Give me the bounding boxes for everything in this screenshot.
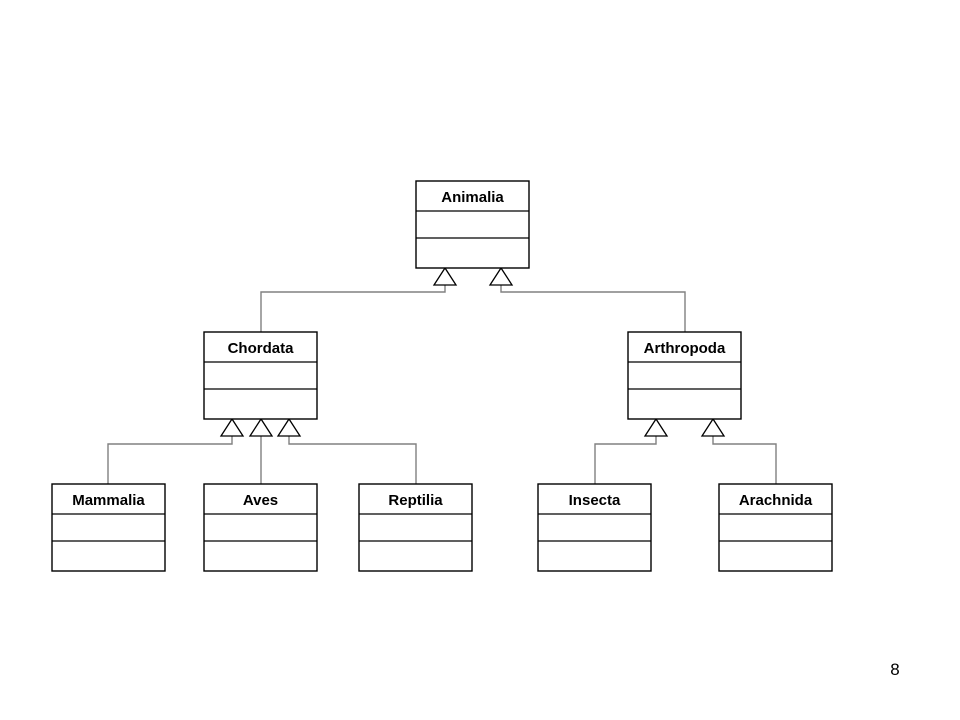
class-box-border <box>203 331 318 420</box>
inheritance-arrow-icon <box>643 417 669 437</box>
class-box-insecta: Insecta <box>537 483 652 572</box>
class-name: Arachnida <box>739 492 813 509</box>
connector-line <box>712 436 777 484</box>
class-box-arthropoda: Arthropoda <box>627 331 742 420</box>
generalization-insecta-to-arthropoda <box>594 417 669 484</box>
class-box-arachnida: Arachnida <box>718 483 833 572</box>
class-name: Mammalia <box>72 492 145 509</box>
class-box-border <box>718 483 833 572</box>
class-box-chordata: Chordata <box>203 331 318 420</box>
class-box-border <box>415 180 530 269</box>
connector-line <box>500 285 686 332</box>
page-number: 8 <box>890 660 900 679</box>
class-name: Insecta <box>569 492 621 509</box>
inheritance-arrow-icon <box>432 266 458 286</box>
class-box-border <box>203 483 318 572</box>
class-box-aves: Aves <box>203 483 318 572</box>
generalization-aves-to-chordata <box>248 417 274 484</box>
class-box-mammalia: Mammalia <box>51 483 166 572</box>
generalization-arachnida-to-arthropoda <box>700 417 777 484</box>
inheritance-arrow-icon <box>276 417 302 437</box>
inheritance-arrow-icon <box>488 266 514 286</box>
generalization-chordata-to-animalia <box>260 266 458 332</box>
connector-line <box>107 436 233 484</box>
generalization-arthropoda-to-animalia <box>488 266 686 332</box>
generalization-mammalia-to-chordata <box>107 417 245 484</box>
class-name: Aves <box>243 492 278 509</box>
class-box-animalia: Animalia <box>415 180 530 269</box>
class-name: Animalia <box>441 189 504 206</box>
class-box-border <box>51 483 166 572</box>
class-box-border <box>537 483 652 572</box>
class-name: Chordata <box>228 340 294 357</box>
connector-line <box>260 285 446 332</box>
connector-line <box>594 436 657 484</box>
connector-line <box>288 436 417 484</box>
generalization-reptilia-to-chordata <box>276 417 417 484</box>
class-box-border <box>627 331 742 420</box>
inheritance-arrow-icon <box>700 417 726 437</box>
inheritance-arrow-icon <box>248 417 274 437</box>
generalization-connectors <box>107 266 777 484</box>
class-name: Arthropoda <box>644 340 726 357</box>
class-box-border <box>358 483 473 572</box>
class-name: Reptilia <box>388 492 443 509</box>
inheritance-arrow-icon <box>219 417 245 437</box>
class-box-reptilia: Reptilia <box>358 483 473 572</box>
